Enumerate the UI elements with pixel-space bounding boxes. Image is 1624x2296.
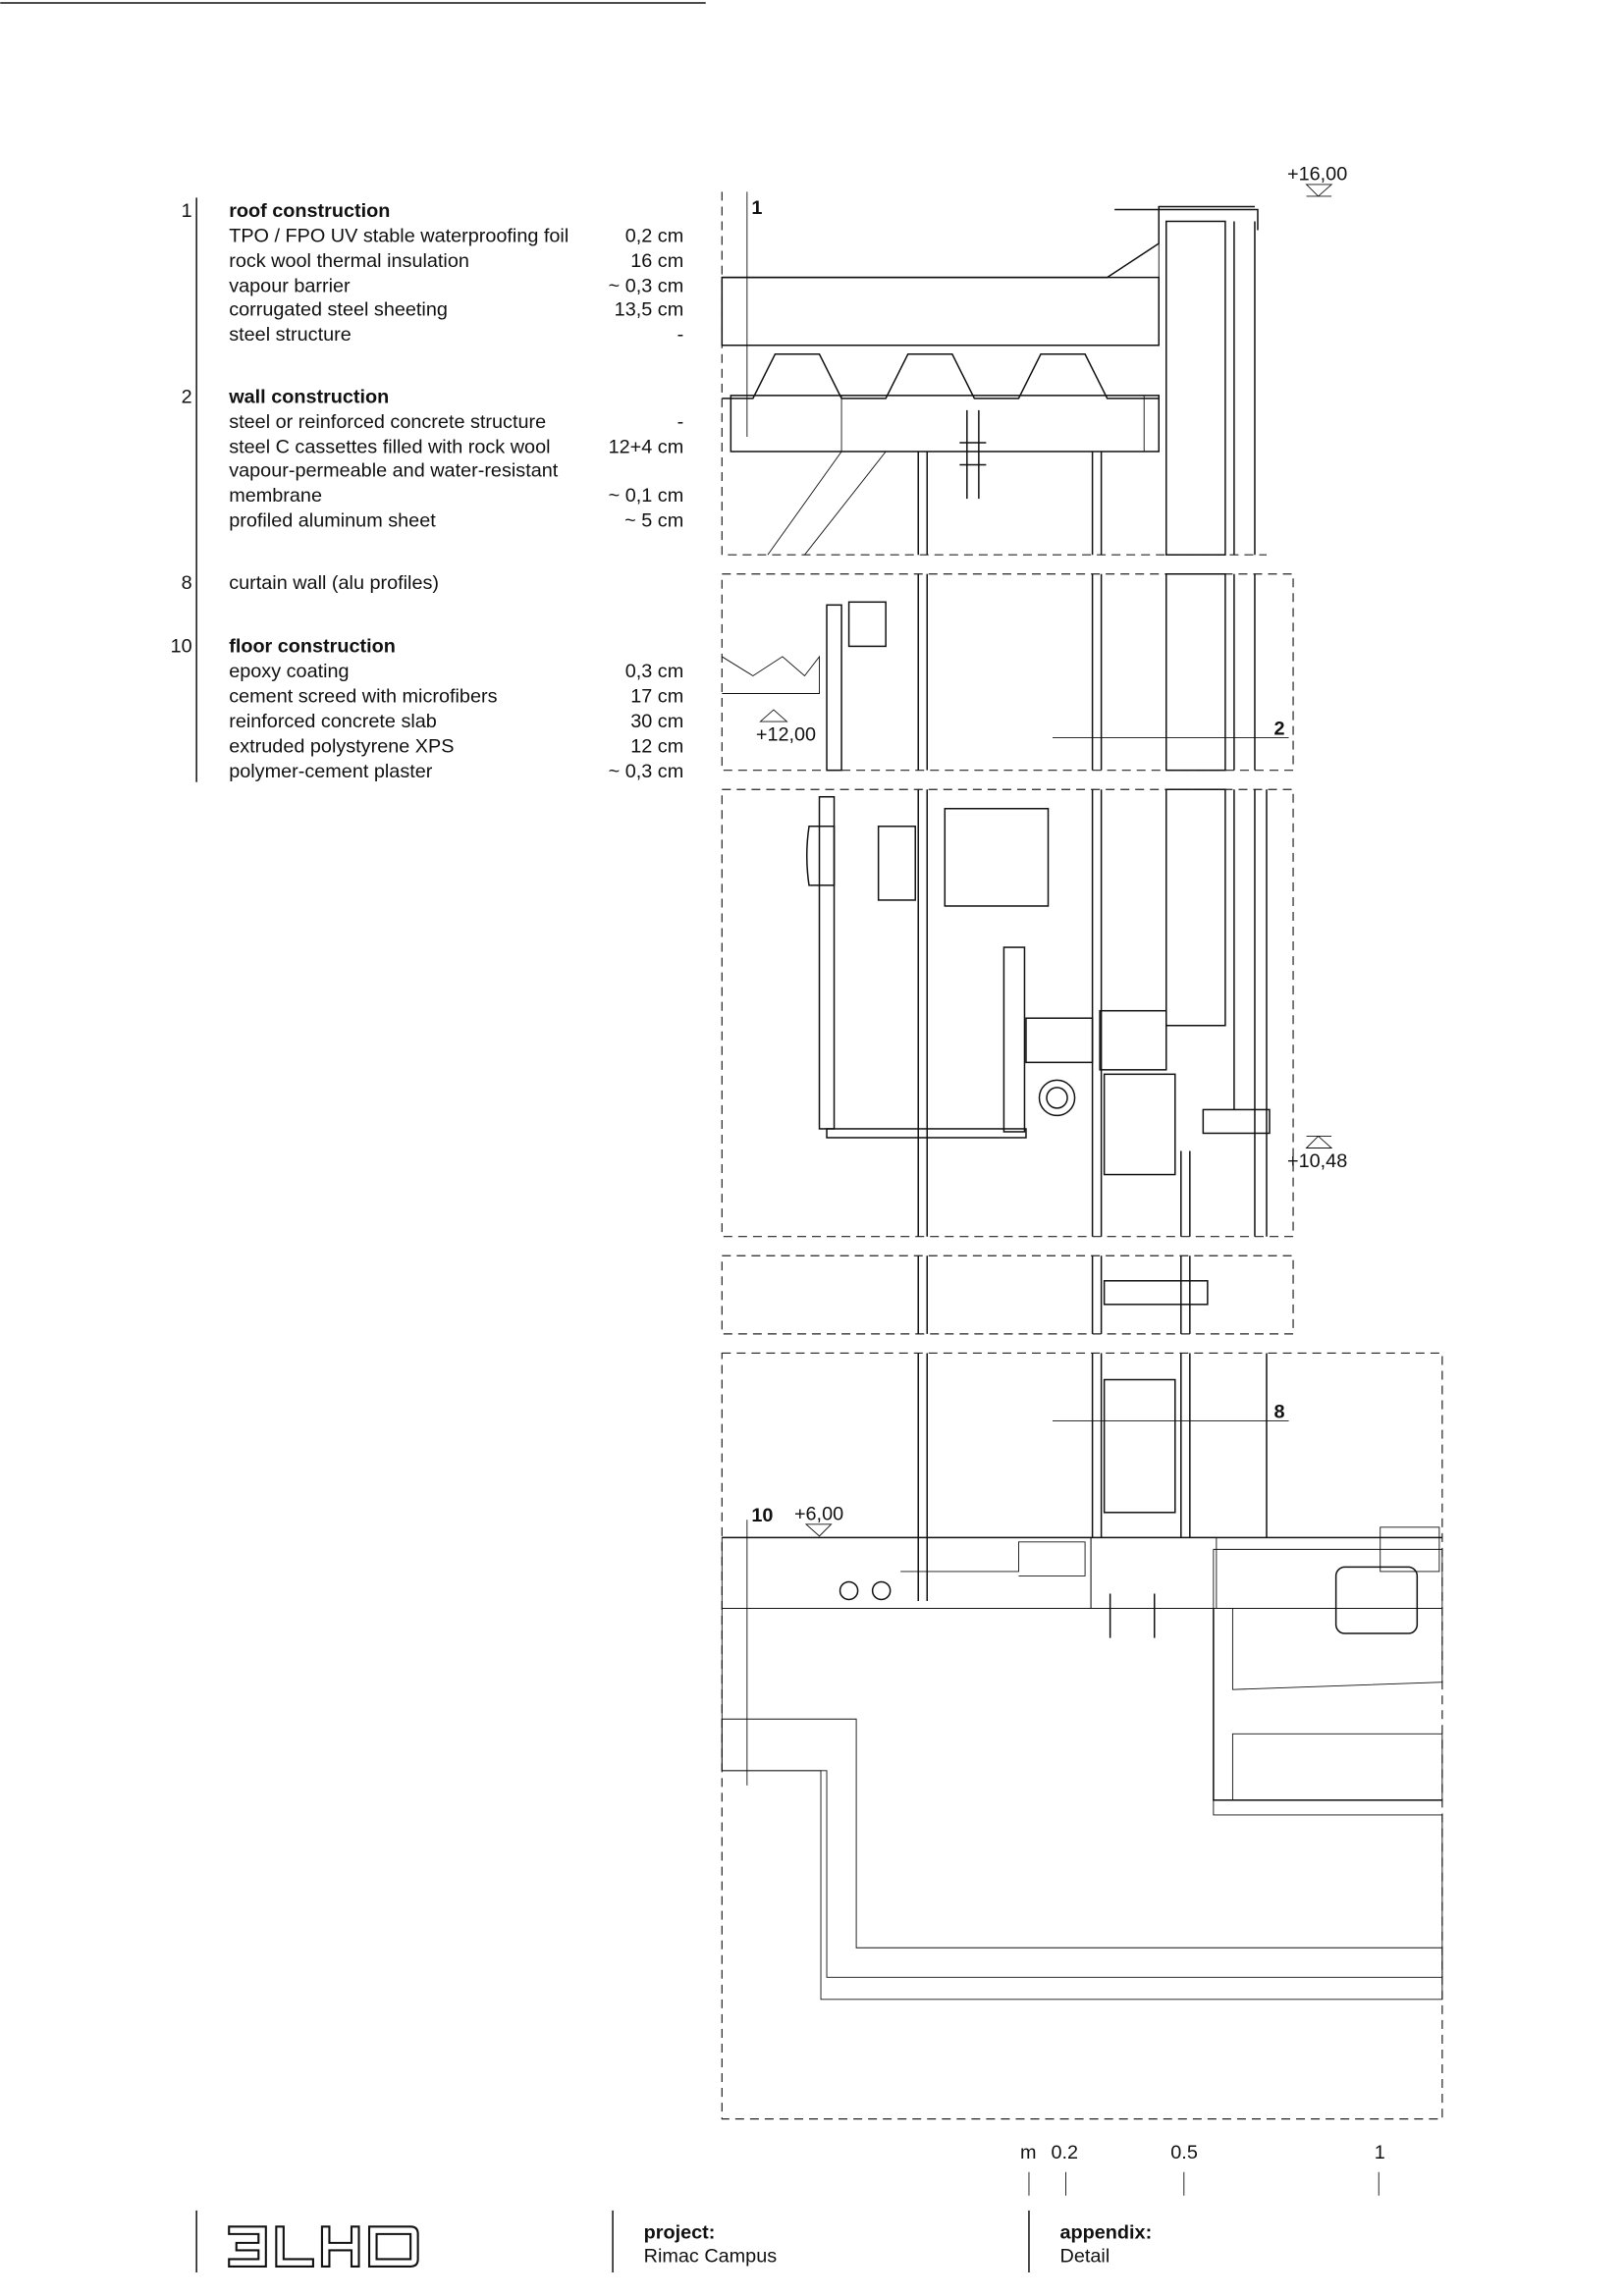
appendix-value: Detail	[1060, 2245, 1110, 2267]
steel-beam	[730, 395, 1161, 453]
legend-item: TPO / FPO UV stable waterproofing foil	[229, 226, 568, 247]
legend-item: corrugated steel sheeting	[229, 299, 448, 321]
tag-10: 10	[751, 1505, 773, 1526]
project-label: project:	[644, 2221, 716, 2243]
curtain-wall	[917, 451, 1268, 1601]
level-marker-icon	[759, 709, 788, 722]
legend-number: 2	[182, 386, 192, 407]
legend-number: 1	[182, 200, 192, 222]
legend-value: 30 cm	[630, 711, 683, 732]
title-block: project: Rimac Campus appendix: Detail	[195, 2210, 1153, 2272]
legend-item: profiled aluminum sheet	[229, 510, 436, 532]
tag-1: 1	[751, 197, 762, 219]
legend-item: reinforced concrete slab	[229, 711, 437, 732]
level-marker-icon	[1305, 1135, 1333, 1148]
legend-value: -	[677, 324, 684, 346]
legend-item: polymer-cement plaster	[229, 761, 433, 782]
legend-item: membrane	[229, 485, 322, 507]
legend-number: 10	[171, 635, 192, 657]
legend-value: 0,2 cm	[625, 226, 684, 247]
logo-3lhd	[228, 2225, 419, 2268]
frame-wall-upper	[721, 573, 1294, 772]
legend-value: -	[677, 411, 684, 433]
legend-item: steel structure	[229, 324, 352, 346]
tag-2: 2	[1274, 719, 1285, 740]
legend-title: roof construction	[229, 200, 390, 222]
roof-construction	[721, 191, 1259, 556]
gutter-detail	[722, 601, 1271, 1176]
legend-title: wall construction	[228, 386, 389, 407]
legend-value: 12+4 cm	[609, 436, 684, 457]
frame-floor	[721, 1352, 1443, 2120]
level-marker-icon	[1305, 184, 1333, 197]
legend-value: 0,3 cm	[625, 661, 684, 682]
scale-unit: m	[1020, 2142, 1037, 2163]
legend-value: 12 cm	[630, 736, 683, 758]
tag-8: 8	[1274, 1402, 1285, 1423]
scale-tick-label: 1	[1375, 2142, 1385, 2163]
legend-value: ~ 0,3 cm	[609, 276, 684, 297]
roof-flashing	[1114, 208, 1259, 231]
frame-wall-mid	[721, 788, 1294, 1238]
legend: 1 roof construction TPO / FPO UV stable …	[171, 197, 684, 782]
legend-item: extruded polystyrene XPS	[229, 736, 454, 758]
legend-item: steel C cassettes filled with rock wool	[229, 436, 550, 457]
level-6: +6,00	[794, 1503, 843, 1524]
legend-item: cement screed with microfibers	[229, 686, 497, 708]
corrugated-sheet	[722, 353, 1160, 400]
section-drawing: 1 2 8 10 +16,00 +12,00 +10,48 +6,00	[721, 163, 1443, 2120]
legend-value: ~ 0,1 cm	[609, 485, 684, 507]
legend-value: 13,5 cm	[615, 299, 684, 321]
legend-item: epoxy coating	[229, 661, 349, 682]
legend-number: 8	[182, 572, 192, 594]
legend-value: 16 cm	[630, 250, 683, 272]
legend-value: ~ 5 cm	[624, 510, 683, 532]
legend-title: curtain wall (alu profiles)	[229, 572, 439, 594]
legend-item: rock wool thermal insulation	[229, 250, 469, 272]
scale-bar: m 0.2 0.5 1	[1020, 2142, 1385, 2196]
legend-value: ~ 0,3 cm	[609, 761, 684, 782]
level-1048: +10,48	[1287, 1150, 1347, 1172]
level-marker-icon	[804, 1523, 833, 1537]
frame-roof	[721, 191, 1267, 556]
level-12: +12,00	[756, 724, 816, 746]
steel-column	[959, 409, 987, 500]
scale-tick-label: 0.2	[1052, 2142, 1079, 2163]
frame-wall-lower	[721, 1255, 1294, 1335]
legend-item: steel or reinforced concrete structure	[229, 411, 546, 433]
wall-construction	[1165, 220, 1268, 1237]
legend-item: vapour-permeable and water-resistant	[229, 460, 559, 482]
legend-value: 17 cm	[630, 686, 683, 708]
project-value: Rimac Campus	[644, 2245, 778, 2267]
floor-construction	[721, 1520, 1443, 2001]
legend-item: vapour barrier	[229, 276, 351, 297]
appendix-label: appendix:	[1060, 2221, 1153, 2243]
legend-title: floor construction	[229, 635, 396, 657]
level-16: +16,00	[1287, 163, 1347, 185]
scale-tick-label: 0.5	[1170, 2142, 1198, 2163]
